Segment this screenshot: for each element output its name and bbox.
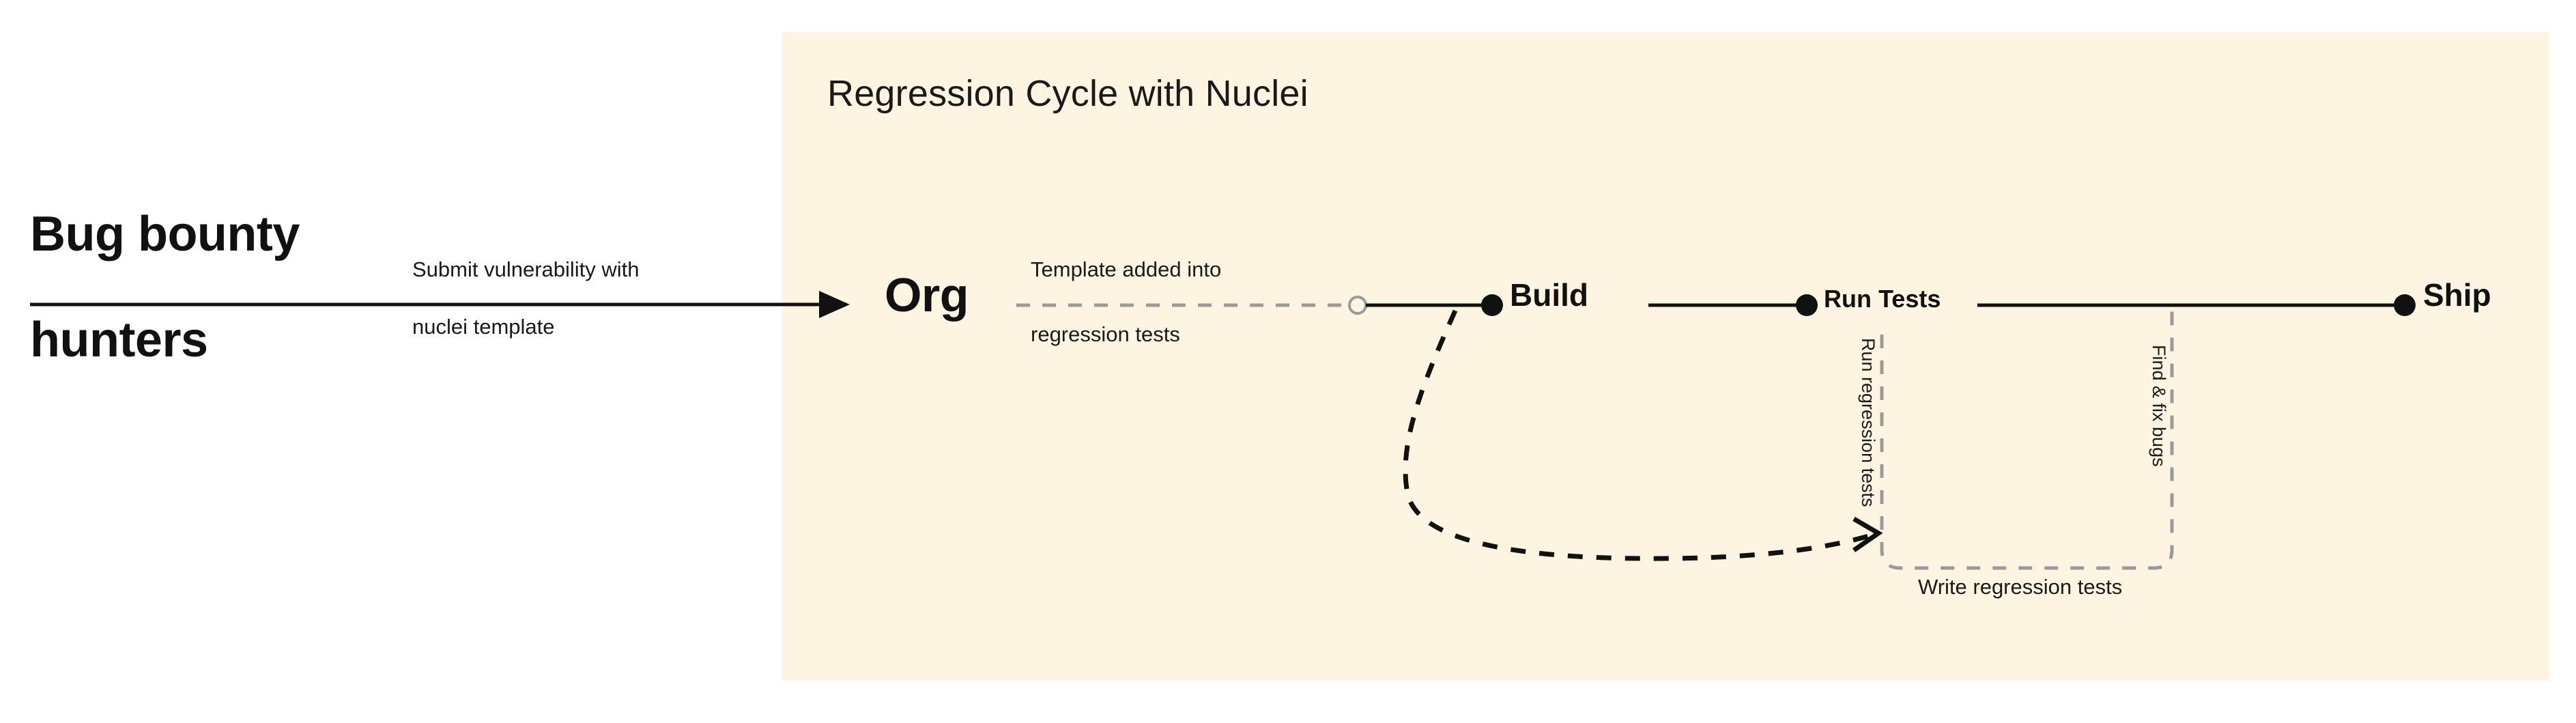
node-label-run-tests[interactable]: Run Tests (1824, 285, 1941, 313)
template-edge-label-line1: Template added into (1031, 257, 1222, 281)
node-label-build[interactable]: Build (1510, 277, 1588, 313)
write-regression-tests-label: Write regression tests (1918, 575, 2123, 599)
find-and-fix-bugs-label: Find & fix bugs (2149, 345, 2169, 467)
regression-cycle-panel (782, 32, 2549, 681)
node-label-org[interactable]: Org (885, 268, 969, 322)
template-edge-label-line2: regression tests (1031, 322, 1180, 346)
submit-edge-label-line1: Submit vulnerability with (412, 257, 640, 281)
node-label-ship[interactable]: Ship (2423, 277, 2491, 313)
actor-label-line2: hunters (30, 313, 208, 367)
submit-edge-label-line2: nuclei template (412, 315, 555, 339)
actor-label-line1: Bug bounty (30, 207, 300, 261)
run-regression-tests-label: Run regression tests (1858, 338, 1878, 507)
page-title: Regression Cycle with Nuclei (827, 73, 1308, 114)
